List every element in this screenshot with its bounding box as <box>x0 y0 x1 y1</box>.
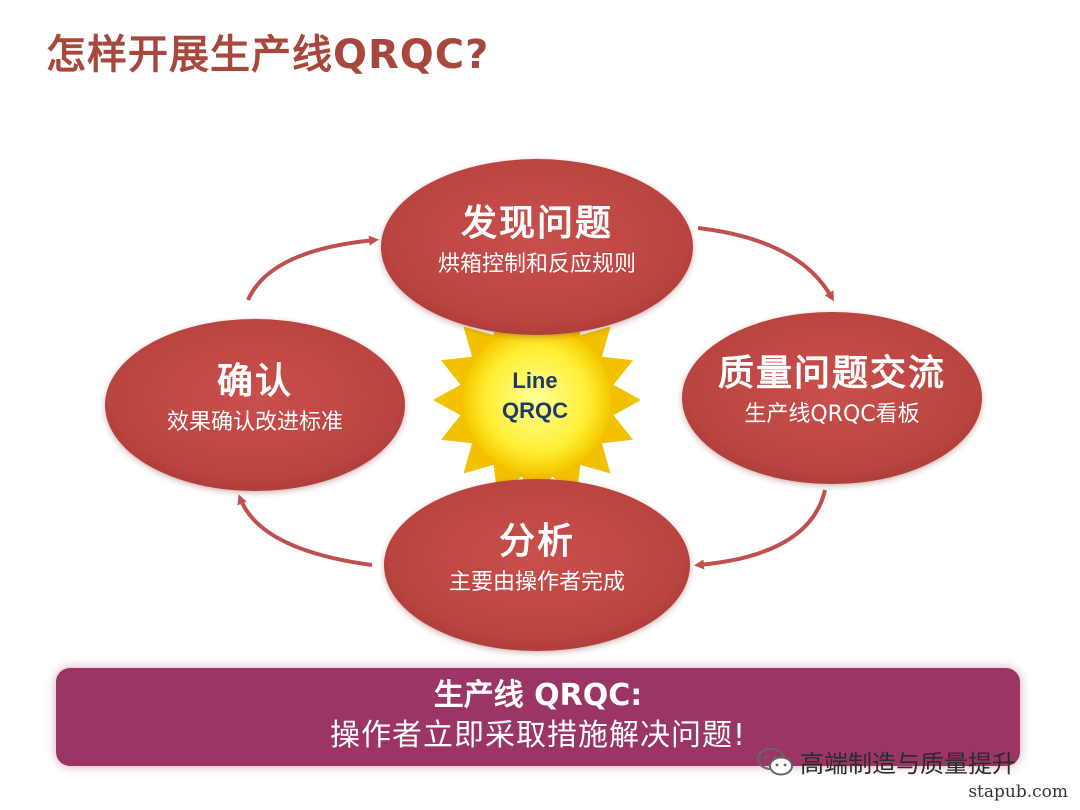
sun-icon <box>433 296 641 504</box>
node-analyze-shape <box>384 479 690 651</box>
node-analyze-subtitle: 主要由操作者完成 <box>448 570 625 595</box>
arrow-communicate-to-analyze <box>694 489 827 570</box>
node-communicate: 质量问题交流 生产线QRQC看板 <box>682 352 982 430</box>
banner-line2: 操作者立即采取措施解决问题! <box>329 718 747 753</box>
node-analyze-title: 分析 <box>498 521 575 562</box>
node-confirm-shape <box>105 319 405 491</box>
center-label: Line QRQC <box>455 366 615 426</box>
node-communicate-title: 质量问题交流 <box>717 353 946 394</box>
node-confirm-subtitle: 效果确认改进标准 <box>166 410 343 435</box>
wechat-icon <box>757 747 793 775</box>
arrow-discover-to-communicate <box>697 226 834 302</box>
summary-banner: 生产线 QRQC: 操作者立即采取措施解决问题! <box>56 668 1020 766</box>
node-discover-subtitle: 烘箱控制和反应规则 <box>437 252 636 277</box>
node-confirm-title: 确认 <box>216 361 293 402</box>
node-analyze: 分析 主要由操作者完成 <box>387 520 687 598</box>
node-discover-shape <box>381 159 693 335</box>
node-communicate-subtitle: 生产线QRQC看板 <box>744 402 920 427</box>
banner-line1: 生产线 QRQC: <box>433 678 643 713</box>
arrow-confirm-to-discover <box>246 235 379 301</box>
sun-core <box>463 326 611 474</box>
node-communicate-shape <box>682 312 982 484</box>
arrow-analyze-to-confirm <box>237 494 373 567</box>
center-line1: Line <box>512 368 558 393</box>
center-line2: QRQC <box>502 398 568 423</box>
watermark-text: 高端制造与质量提升 <box>800 750 1016 778</box>
node-discover: 发现问题 烘箱控制和反应规则 <box>387 202 687 280</box>
site-url: stapub.com <box>968 782 1068 802</box>
node-discover-title: 发现问题 <box>460 203 613 244</box>
page-title: 怎样开展生产线QRQC? <box>46 32 490 78</box>
watermark: 高端制造与质量提升 <box>756 744 1016 779</box>
node-confirm: 确认 效果确认改进标准 <box>105 360 405 438</box>
